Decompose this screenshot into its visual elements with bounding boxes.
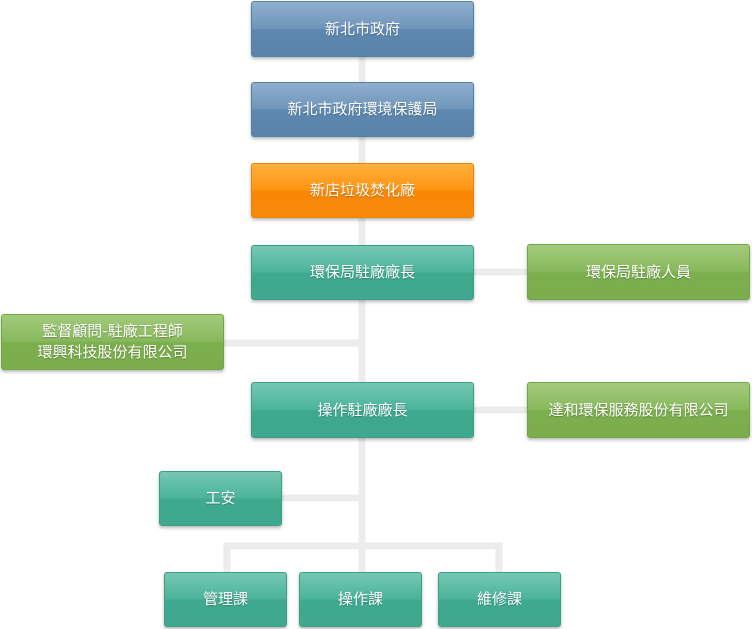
node-supervisor-line1: 監督顧問-駐廠工程師	[42, 322, 183, 340]
node-epb-director-label: 環保局駐廠廠長	[309, 263, 415, 281]
node-plant-label: 新店垃圾焚化廠	[309, 181, 415, 199]
node-contractor: 達和環保服務股份有限公司	[527, 382, 750, 438]
node-epb-staff: 環保局駐廠人員	[527, 244, 750, 300]
node-epb-label: 新北市政府環境保護局	[287, 100, 438, 118]
node-section-operation-label: 操作課	[337, 590, 383, 608]
node-epb-staff-label: 環保局駐廠人員	[585, 262, 691, 281]
node-safety: 工安	[159, 471, 282, 526]
node-contractor-label: 達和環保服務股份有限公司	[548, 400, 729, 419]
node-plant: 新店垃圾焚化廠	[251, 163, 474, 218]
node-operation-director: 操作駐廠廠長	[251, 382, 474, 438]
node-supervisor-line2: 環興科技股份有限公司	[37, 343, 188, 361]
node-government-label: 新北市政府	[324, 19, 400, 38]
node-epb-director: 環保局駐廠廠長	[251, 245, 474, 300]
node-section-management-label: 管理課	[202, 590, 248, 608]
node-section-maintenance-label: 維修課	[476, 590, 522, 608]
node-section-operation: 操作課	[299, 572, 422, 627]
node-operation-director-label: 操作駐廠廠長	[317, 400, 408, 419]
node-section-management: 管理課	[164, 572, 287, 627]
node-section-maintenance: 維修課	[438, 572, 561, 627]
node-epb: 新北市政府環境保護局	[251, 82, 474, 137]
node-government: 新北市政府	[251, 1, 474, 57]
node-safety-label: 工安	[205, 489, 236, 507]
node-supervisor: 監督顧問-駐廠工程師 環興科技股份有限公司	[1, 314, 224, 370]
